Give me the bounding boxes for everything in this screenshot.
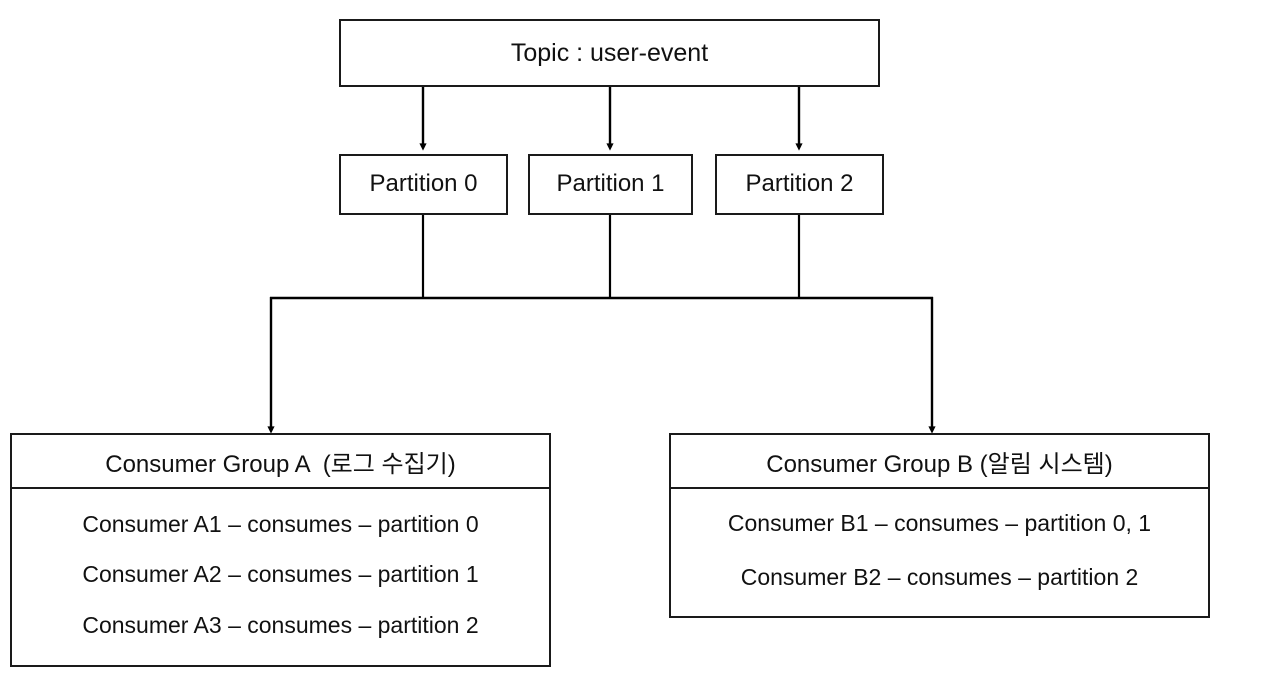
consumer-group-b-body: Consumer B1 – consumes – partition 0, 1 …	[671, 489, 1208, 616]
partition-label-1: Partition 1	[556, 170, 665, 198]
topic-box: Topic : user-event	[339, 19, 880, 87]
topic-label: Topic : user-event	[510, 39, 709, 67]
consumer-group-a-title: Consumer Group A (로그 수집기)	[105, 450, 456, 478]
partition-box-0: Partition 0	[339, 154, 508, 215]
consumer-group-b-box: Consumer Group B (알림 시스템) Consumer B1 – …	[669, 433, 1210, 618]
partition-label-2: Partition 2	[745, 170, 854, 198]
consumer-row: Consumer B2 – consumes – partition 2	[740, 563, 1139, 590]
consumer-group-a-body: Consumer A1 – consumes – partition 0 Con…	[12, 489, 549, 665]
consumer-group-b-header: Consumer Group B (알림 시스템)	[671, 435, 1208, 489]
consumer-row: Consumer A3 – consumes – partition 2	[82, 612, 479, 639]
consumer-row: Consumer A2 – consumes – partition 1	[82, 561, 479, 588]
partition-box-2: Partition 2	[715, 154, 884, 215]
consumer-row: Consumer A1 – consumes – partition 0	[82, 510, 479, 537]
partition-label-0: Partition 0	[369, 170, 478, 198]
partition-box-1: Partition 1	[528, 154, 693, 215]
consumer-group-a-header: Consumer Group A (로그 수집기)	[12, 435, 549, 489]
consumer-row: Consumer B1 – consumes – partition 0, 1	[727, 510, 1152, 537]
consumer-group-a-box: Consumer Group A (로그 수집기) Consumer A1 – …	[10, 433, 551, 667]
consumer-group-b-title: Consumer Group B (알림 시스템)	[766, 450, 1113, 478]
